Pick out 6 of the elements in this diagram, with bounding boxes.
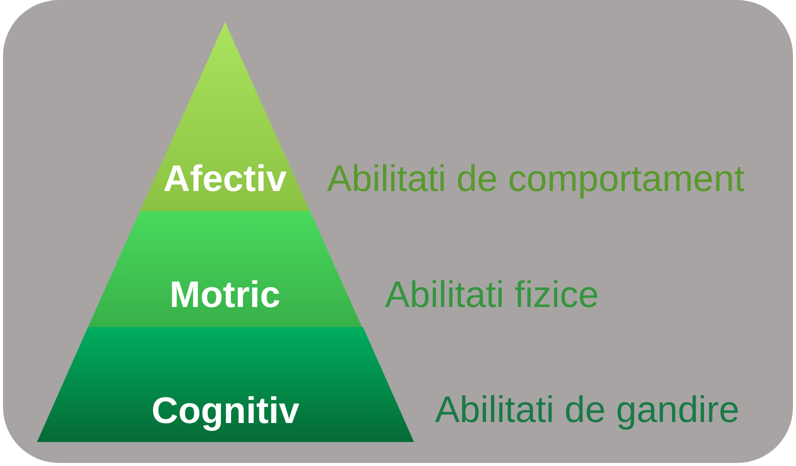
tier-description: Abilitati de comportament xyxy=(327,160,744,197)
tier-description: Abilitati fizice xyxy=(385,276,599,313)
tier-label: Motric xyxy=(170,276,280,313)
tier-label: Cognitiv xyxy=(152,392,300,429)
tier-description: Abilitati de gandire xyxy=(435,391,740,428)
tier-label: Afectiv xyxy=(163,160,287,197)
